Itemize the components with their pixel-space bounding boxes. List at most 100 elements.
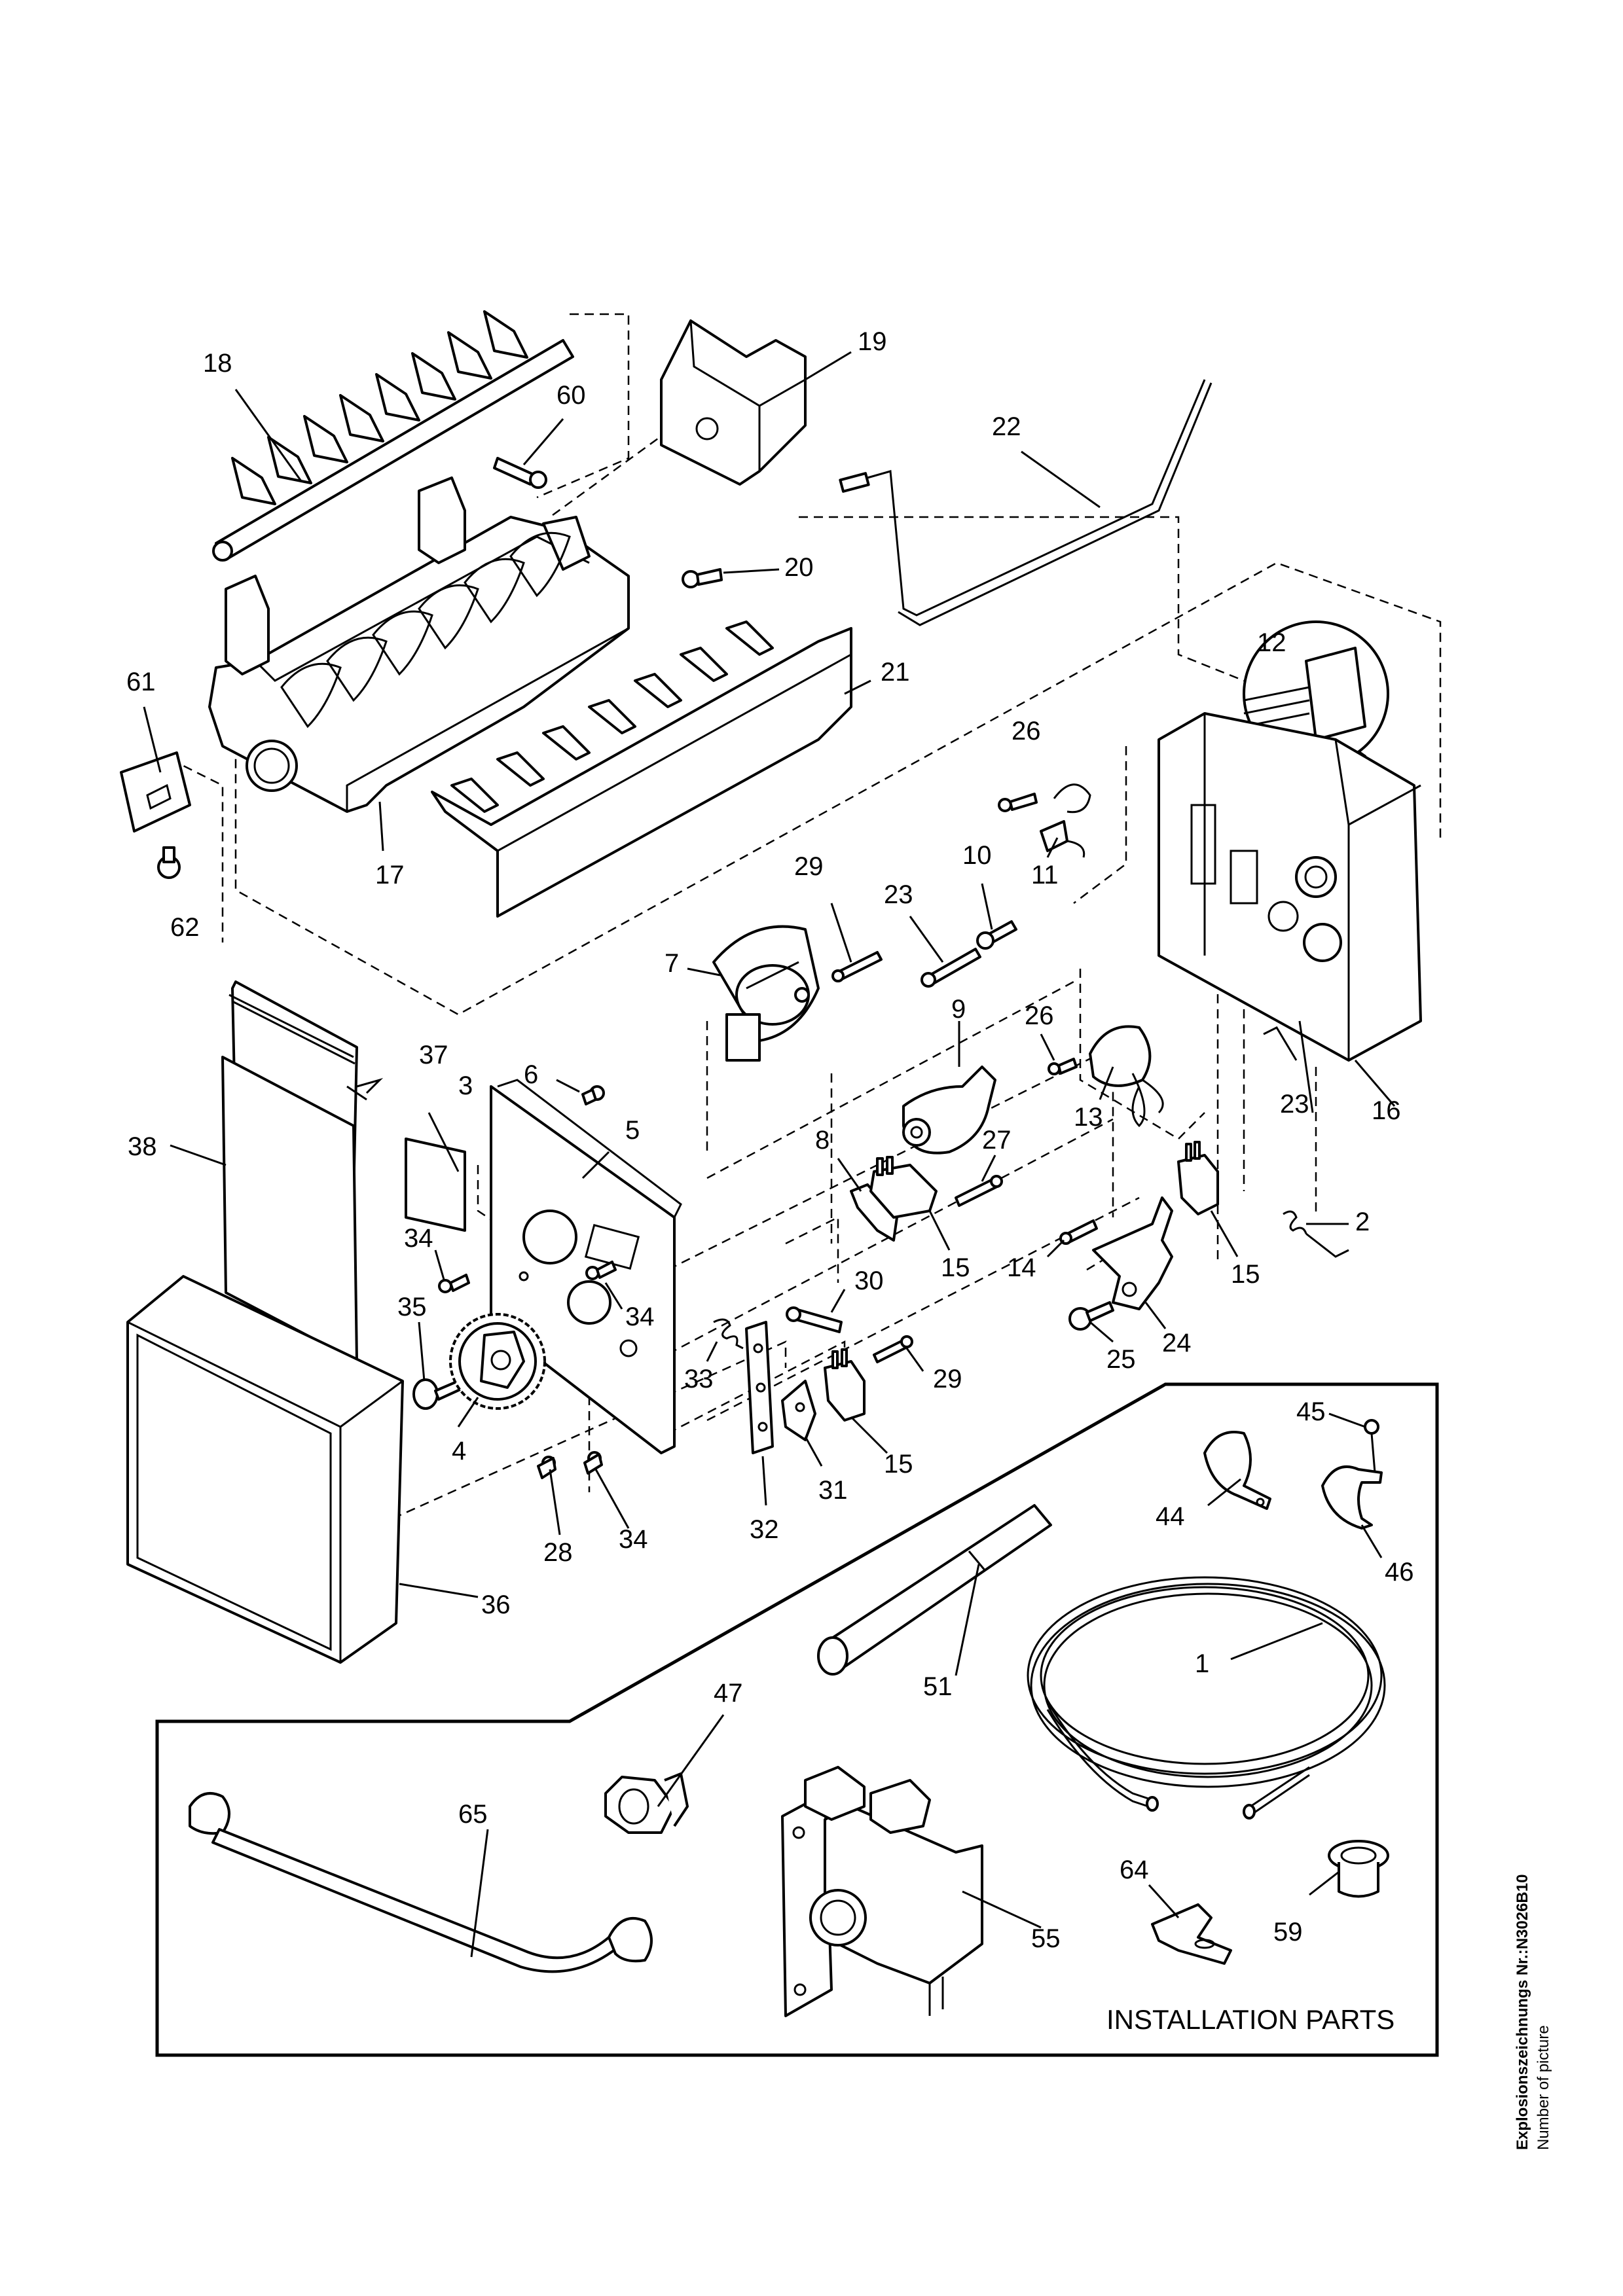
label-15-center: 15 bbox=[941, 1253, 970, 1282]
label-65: 65 bbox=[458, 1800, 488, 1829]
clamp-part-11 bbox=[1040, 783, 1091, 858]
screw-part-60 bbox=[493, 457, 547, 489]
label-24: 24 bbox=[1162, 1329, 1192, 1357]
label-15-lower: 15 bbox=[884, 1450, 913, 1479]
switch-part-15-center bbox=[869, 1156, 938, 1219]
cover-part-19 bbox=[660, 319, 807, 486]
label-34-mid: 34 bbox=[625, 1302, 655, 1331]
label-6: 6 bbox=[524, 1060, 538, 1089]
label-leader-lines bbox=[143, 351, 1396, 1958]
label-37: 37 bbox=[419, 1041, 448, 1069]
housing-part-16 bbox=[1158, 712, 1422, 1062]
label-7: 7 bbox=[665, 949, 679, 978]
label-55: 55 bbox=[1031, 1924, 1061, 1953]
tube-part-51 bbox=[817, 1504, 1052, 1676]
ice-mold-part-17 bbox=[208, 476, 630, 813]
screw-part-14 bbox=[1059, 1219, 1098, 1245]
label-26-upper: 26 bbox=[1012, 717, 1041, 745]
installation-parts-title: INSTALLATION PARTS bbox=[1106, 2004, 1395, 2035]
drawing-number-text: Explosionszeichnungs Nr.:N3026B10 bbox=[1514, 1874, 1531, 2150]
label-34-lower: 34 bbox=[619, 1525, 648, 1554]
label-19: 19 bbox=[858, 327, 887, 356]
ejector-part-18 bbox=[212, 310, 574, 562]
label-3: 3 bbox=[458, 1071, 473, 1100]
screw-part-30 bbox=[786, 1306, 843, 1333]
grommet-part-59 bbox=[1328, 1840, 1389, 1898]
clip-part-64 bbox=[1151, 1903, 1232, 1965]
label-29-lower: 29 bbox=[933, 1365, 962, 1393]
label-51: 51 bbox=[923, 1672, 953, 1701]
label-17: 17 bbox=[375, 861, 405, 889]
installation-parts-frame bbox=[155, 1382, 1439, 2057]
label-26-lower: 26 bbox=[1025, 1001, 1054, 1030]
label-27: 27 bbox=[982, 1126, 1012, 1155]
screw-part-10 bbox=[976, 920, 1017, 950]
label-10: 10 bbox=[962, 841, 992, 870]
arm-part-8 bbox=[850, 1183, 898, 1242]
label-9: 9 bbox=[951, 995, 966, 1024]
label-59: 59 bbox=[1273, 1918, 1303, 1946]
label-34-left: 34 bbox=[404, 1224, 433, 1253]
label-36: 36 bbox=[481, 1590, 511, 1619]
label-18: 18 bbox=[203, 349, 232, 378]
bracket-part-61 bbox=[120, 751, 191, 833]
mounting-plate-part-5 bbox=[490, 1079, 682, 1454]
part-number-labels: 18 60 19 22 20 21 61 17 62 12 26 29 23 1… bbox=[126, 327, 1414, 2035]
drawing-number-side-text: Explosionszeichnungs Nr.:N3026B10 Number… bbox=[1514, 1874, 1552, 2150]
water-tube-coil-part-1 bbox=[1027, 1576, 1386, 1820]
nut-part-47 bbox=[604, 1772, 689, 1834]
screw-part-62 bbox=[157, 846, 181, 879]
screw-part-28 bbox=[537, 1456, 556, 1479]
label-11: 11 bbox=[1031, 861, 1059, 889]
screw-part-20 bbox=[682, 568, 723, 588]
label-38: 38 bbox=[128, 1132, 157, 1161]
label-25: 25 bbox=[1106, 1345, 1136, 1374]
screw-part-35 bbox=[412, 1378, 463, 1410]
screw-part-45 bbox=[1364, 1419, 1379, 1473]
label-64: 64 bbox=[1120, 1856, 1149, 1884]
label-31: 31 bbox=[818, 1476, 848, 1505]
label-61: 61 bbox=[126, 668, 156, 696]
switch-part-15-right bbox=[1177, 1141, 1219, 1215]
label-33: 33 bbox=[684, 1365, 714, 1393]
screw-part-29-lower bbox=[873, 1335, 913, 1363]
label-20: 20 bbox=[784, 553, 814, 582]
clamp-part-44 bbox=[1203, 1431, 1271, 1510]
water-valve-part-55 bbox=[781, 1766, 983, 2017]
label-12: 12 bbox=[1257, 628, 1286, 657]
label-14: 14 bbox=[1007, 1253, 1036, 1282]
supply-pipe-part-65 bbox=[189, 1792, 653, 1973]
bracket-part-32 bbox=[745, 1321, 774, 1454]
label-1: 1 bbox=[1195, 1649, 1209, 1678]
wire-part-22 bbox=[839, 379, 1213, 626]
screw-part-6 bbox=[581, 1085, 605, 1105]
label-22: 22 bbox=[992, 412, 1021, 441]
screw-part-25 bbox=[1068, 1301, 1114, 1331]
cover-box-part-36 bbox=[126, 1275, 404, 1664]
label-15-right: 15 bbox=[1231, 1260, 1260, 1289]
label-30: 30 bbox=[854, 1266, 884, 1295]
screw-part-23-left bbox=[921, 948, 981, 988]
label-16: 16 bbox=[1372, 1096, 1401, 1125]
label-46: 46 bbox=[1385, 1558, 1414, 1587]
shield-part-21 bbox=[431, 620, 852, 918]
number-of-picture-text: Number of picture bbox=[1535, 2025, 1552, 2150]
label-5: 5 bbox=[625, 1116, 640, 1145]
label-28: 28 bbox=[543, 1538, 573, 1567]
wire-harness-part-13 bbox=[1089, 1025, 1164, 1128]
label-21: 21 bbox=[881, 658, 910, 687]
label-62: 62 bbox=[170, 913, 200, 942]
label-45: 45 bbox=[1296, 1397, 1326, 1426]
label-23-left: 23 bbox=[884, 880, 913, 909]
label-32: 32 bbox=[750, 1515, 779, 1544]
label-4: 4 bbox=[452, 1437, 466, 1465]
label-part-3 bbox=[405, 1138, 466, 1232]
spring-part-2 bbox=[1283, 1210, 1349, 1258]
clamp-part-46 bbox=[1321, 1465, 1383, 1530]
label-23-right: 23 bbox=[1280, 1090, 1309, 1119]
label-8: 8 bbox=[815, 1126, 830, 1155]
lever-part-24 bbox=[1092, 1196, 1173, 1310]
label-29-upper: 29 bbox=[794, 852, 824, 881]
label-47: 47 bbox=[714, 1679, 743, 1708]
